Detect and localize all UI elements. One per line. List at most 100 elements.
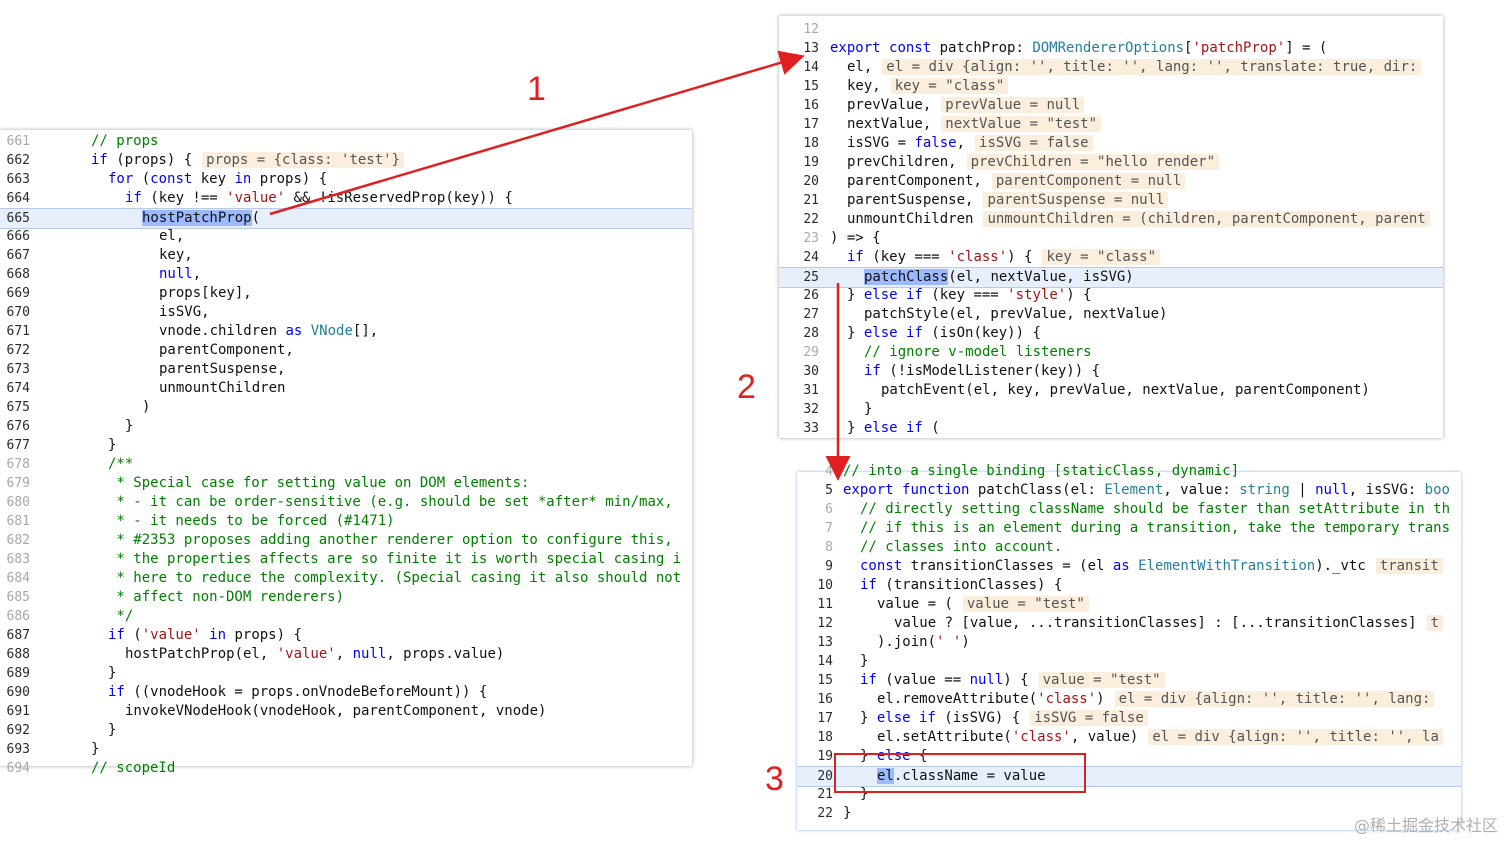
code-token: // if this is an element during a transi…	[860, 520, 1451, 536]
code-text: } else if (isOn(key)) {	[847, 324, 1041, 343]
code-token: patchStyle(el, prevValue, nextValue)	[864, 306, 1168, 322]
code-token: value ? [value, ...transitionClasses] : …	[894, 615, 1417, 631]
code-token: * - it needs to be forced (#1471)	[108, 513, 395, 529]
code-line: 26} else if (key === 'style') {	[779, 286, 1443, 305]
code-text: vnode.children as VNode[],	[159, 322, 378, 341]
line-number: 5	[825, 483, 833, 498]
code-token: else if	[863, 325, 923, 341]
code-token: )	[961, 634, 970, 650]
line-number: 21	[817, 787, 833, 802]
code-token: if	[108, 684, 125, 700]
code-token: ,	[192, 266, 202, 282]
code-line: 22}	[797, 804, 1461, 823]
code-token: (transitionClasses) {	[876, 577, 1063, 593]
code-token: (props) {	[107, 152, 193, 168]
step-number-2: 2	[737, 368, 756, 406]
line-number: 678	[6, 457, 30, 472]
code-line: 29// ignore v-model listeners	[779, 343, 1443, 362]
code-token: ) {	[1007, 249, 1033, 265]
code-token: 'value'	[226, 190, 286, 206]
code-token: isSVG,	[159, 304, 210, 320]
line-number: 21	[803, 193, 819, 208]
code-token: (	[251, 210, 261, 226]
code-token: const	[860, 558, 903, 574]
code-panel-patch-class: 4// into a single binding [staticClass, …	[797, 463, 1461, 830]
code-token: 'value'	[276, 646, 336, 662]
code-token: patchEvent(el, key, prevValue, nextValue…	[881, 382, 1370, 398]
line-number: 674	[6, 381, 30, 396]
code-token: * - it can be order-sensitive (e.g. shou…	[108, 494, 673, 510]
line-number: 667	[6, 248, 30, 263]
code-token: invokeVNodeHook(vnodeHook, parentCompone…	[125, 703, 547, 719]
code-token: if	[125, 190, 142, 206]
code-text: }	[843, 804, 851, 823]
code-text: } else if (key === 'style') {	[847, 286, 1091, 305]
code-text: ).join(' ')	[877, 633, 970, 652]
code-token: , value:	[1163, 482, 1240, 498]
selected-token: patchClass	[864, 269, 949, 285]
code-text: hostPatchProp(	[142, 209, 260, 228]
code-token: isSVG =	[847, 135, 915, 151]
code-text: for (const key in props) {	[108, 170, 327, 189]
code-token: // directly setting className should be …	[860, 501, 1451, 517]
line-number: 679	[6, 476, 30, 491]
code-line: 684 * here to reduce the complexity. (Sp…	[0, 569, 692, 588]
code-token: prevValue,	[847, 97, 932, 113]
code-text: patchStyle(el, prevValue, nextValue)	[864, 305, 1167, 324]
line-number: 692	[6, 723, 30, 738]
code-token: parentComponent,	[159, 342, 294, 358]
line-number: 682	[6, 533, 30, 548]
code-token: if	[860, 672, 877, 688]
inline-debug-value: parentComponent = null	[991, 173, 1186, 189]
code-token: 'value'	[141, 627, 201, 643]
code-token: props) {	[251, 171, 328, 187]
step-number-3: 3	[765, 760, 784, 798]
code-text: }	[108, 664, 116, 683]
code-token: function	[902, 482, 970, 498]
code-token: value = (	[877, 596, 953, 612]
line-number: 17	[803, 117, 819, 132]
code-line: 6// directly setting className should be…	[797, 500, 1461, 519]
code-token: hostPatchProp(el,	[125, 646, 277, 662]
code-text: }	[860, 785, 868, 804]
code-line: 692}	[0, 721, 692, 740]
code-token: 'style'	[1007, 287, 1067, 303]
code-token: }	[860, 748, 877, 764]
inline-debug-value: key = "class"	[890, 78, 1009, 94]
code-token: )._vtc	[1315, 558, 1366, 574]
code-token: if	[860, 577, 877, 593]
code-token: }	[864, 401, 873, 417]
line-number: 675	[6, 400, 30, 415]
code-line: 681 * - it needs to be forced (#1471)	[0, 512, 692, 531]
code-line: 17} else if (isSVG) {isSVG = false	[797, 709, 1461, 728]
code-token: , isSVG:	[1348, 482, 1425, 498]
code-token: )	[1096, 691, 1105, 707]
code-token: null	[969, 672, 1004, 688]
code-line: 686 */	[0, 607, 692, 626]
watermark-text: @稀土掘金技术社区	[1353, 816, 1498, 835]
line-number: 7	[825, 521, 833, 536]
code-token: string	[1239, 482, 1290, 498]
line-number: 16	[817, 692, 833, 707]
code-text: /**	[108, 455, 133, 474]
code-token: ] = (	[1285, 40, 1328, 56]
code-token: (el, nextValue, isSVG)	[948, 269, 1134, 285]
code-line: 23) => {	[779, 229, 1443, 248]
code-token: // scopeId	[91, 760, 176, 776]
code-token: in	[234, 171, 252, 187]
code-token: (isSVG) {	[935, 710, 1021, 726]
line-number: 8	[825, 540, 833, 555]
code-text: nextValue,nextValue = "test"	[847, 115, 1102, 134]
